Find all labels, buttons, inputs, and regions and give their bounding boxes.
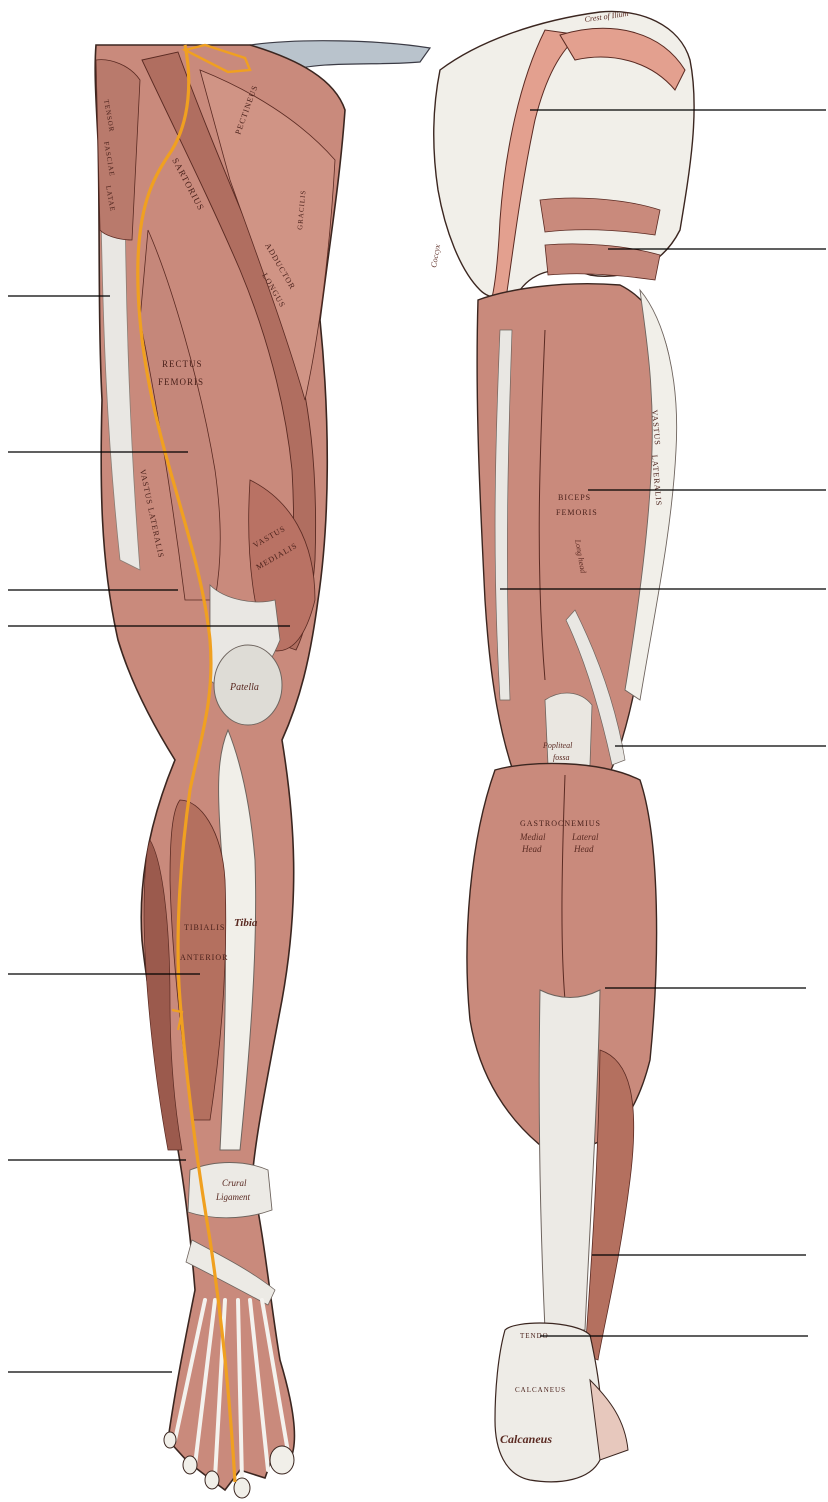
label-biceps-1: BICEPS <box>558 493 591 502</box>
posterior-leg-view: Crest of Ilium Coccyx VASTUS LATERALIS B… <box>429 9 694 1482</box>
label-tibia: Tibia <box>234 917 258 929</box>
label-calcaneus-tendon: CALCANEUS <box>515 1386 566 1394</box>
label-popliteal-2: fossa <box>553 753 569 762</box>
label-coccyx: Coccyx <box>429 243 442 268</box>
label-calcaneus-bone: Calcaneus <box>500 1432 552 1446</box>
label-biceps-2: FEMORIS <box>556 508 598 517</box>
label-medial-head-2: Head <box>521 844 542 854</box>
label-popliteal-1: Popliteal <box>542 741 573 750</box>
heel-calcaneus <box>495 1323 602 1482</box>
label-ligament: Ligament <box>215 1192 251 1202</box>
label-rectus-2: FEMORIS <box>158 377 204 387</box>
label-lateral-head-2: Head <box>573 844 594 854</box>
label-gastrocnemius: GASTROCNEMIUS <box>520 819 601 828</box>
label-lateral-head-1: Lateral <box>571 832 599 842</box>
anterior-leg-view: TENSOR FASCIAE LATAE SARTORIUS PECTINEUS… <box>95 41 430 1498</box>
label-medial-head-1: Medial <box>519 832 546 842</box>
tensor-fasciae-latae <box>96 60 140 240</box>
label-rectus-1: RECTUS <box>162 359 203 369</box>
label-tibialis-2: ANTERIOR <box>180 953 228 962</box>
label-patella: Patella <box>229 682 259 693</box>
label-crural: Crural <box>222 1178 247 1188</box>
label-tibialis-1: TIBIALIS <box>184 923 225 932</box>
